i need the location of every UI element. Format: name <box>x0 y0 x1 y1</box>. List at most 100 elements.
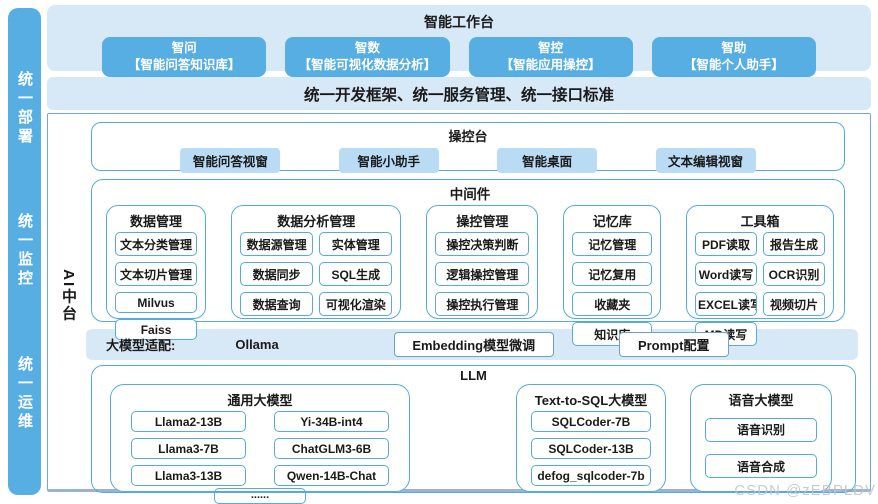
app-desc: 【智能问答知识库】 <box>127 57 241 72</box>
console-chip: 智能小助手 <box>338 148 439 173</box>
group-item: OCR识别 <box>762 262 825 286</box>
model-group: 工具箱 PDF读取报告生成Word读写OCR识别EXCEL读写视频切片MD读写 <box>685 205 834 346</box>
group-item: PDF读取 <box>694 232 757 256</box>
app-desc: 【智能应用操控】 <box>500 57 601 72</box>
group-item: 操控决策判断 <box>435 232 530 256</box>
group-items: 记忆管理记忆复用收藏夹知识库 <box>572 232 652 346</box>
group-item: EXCEL读写 <box>694 292 757 316</box>
app-desc: 【智能可视化数据分析】 <box>298 57 437 72</box>
ai-platform-container: AI中台 操控台 智能问答视窗 智能小助手 智能桌面 文本编辑视窗 中间件 数据管理文… <box>47 113 871 504</box>
group-title: 操控管理 <box>456 214 509 229</box>
group-item: Llama2-13B <box>131 411 246 432</box>
group-item: 语音合成 <box>705 454 817 479</box>
app-name: 智数 <box>354 41 380 55</box>
group-item: 收藏夹 <box>572 292 652 316</box>
group-item: Llama3-13B <box>131 465 246 486</box>
group-items: 操控决策判断逻辑操控管理操控执行管理 <box>435 232 530 316</box>
workbench-apps: 智问【智能问答知识库】智数【智能可视化数据分析】智控【智能应用操控】智助【智能个… <box>47 32 871 77</box>
app-name: 智助 <box>721 41 747 55</box>
group-item: 数据源管理 <box>240 232 314 256</box>
adapter-label: 大模型适配: <box>106 338 176 353</box>
group-item: Word读写 <box>694 262 757 286</box>
console-chip: 文本编辑视窗 <box>655 148 756 173</box>
group-items: 语音识别语音合成 <box>699 411 823 485</box>
ai-platform-label: AI中台 <box>60 268 77 322</box>
group-items: SQLCoder-7B SQLCoder-13B defog_sqlcoder-7b <box>525 411 657 486</box>
adapter-plain-item: Ollama <box>235 337 279 352</box>
app-desc: 【智能个人助手】 <box>683 57 784 72</box>
group-item: 知识库 <box>572 322 652 346</box>
group-item: SQLCoder-13B <box>531 438 651 459</box>
group-item: 文本切片管理 <box>115 262 198 286</box>
llm-title: LLM <box>460 368 487 383</box>
group-title: Text-to-SQL大模型 <box>534 393 648 408</box>
group-item: 数据同步 <box>240 262 314 286</box>
group-item: defog_sqlcoder-7b <box>531 465 651 486</box>
group-item: 报告生成 <box>762 232 825 256</box>
group-item: 数据查询 <box>240 292 314 316</box>
framework-bar: 统一开发框架、统一服务管理、统一接口标准 <box>47 77 871 110</box>
workbench-app: 智控【智能应用操控】 <box>468 37 633 77</box>
workbench-app: 智问【智能问答知识库】 <box>102 37 267 77</box>
group-item: Yi-34B-int4 <box>274 411 389 432</box>
watermark: CSDN @zEBPLDV <box>734 482 876 499</box>
rail-item: 统一运维 <box>16 355 33 432</box>
console-box: 操控台 智能问答视窗 智能小助手 智能桌面 文本编辑视窗 <box>91 122 845 173</box>
group-item: 视频切片 <box>762 292 825 316</box>
group-title: 通用大模型 <box>227 393 293 408</box>
workbench-app: 智数【智能可视化数据分析】 <box>285 37 450 77</box>
deployment-rail: 统一部署统一监控统一运维 <box>8 8 41 495</box>
group-title: 记忆库 <box>592 214 632 229</box>
group-item: SQLCoder-7B <box>531 411 651 432</box>
workbench-app: 智助【智能个人助手】 <box>651 37 816 77</box>
more-item: ...... <box>214 488 306 504</box>
workbench-banner: 智能工作台 智问【智能问答知识库】智数【智能可视化数据分析】智控【智能应用操控】… <box>47 5 871 77</box>
group-item: Llama3-7B <box>131 438 246 459</box>
group-items: PDF读取报告生成Word读写OCR识别EXCEL读写视频切片MD读写 <box>694 232 825 346</box>
adapter-box-item: Embedding模型微调 <box>393 332 554 357</box>
more-row: ...... <box>119 488 401 504</box>
adapter-box-item: Prompt配置 <box>618 332 729 357</box>
model-group: Text-to-SQL大模型 SQLCoder-7B SQLCoder-13B def… <box>516 384 666 492</box>
group-item: SQL生成 <box>319 262 393 286</box>
rail-item: 统一部署 <box>16 71 33 148</box>
app-name: 智控 <box>538 41 564 55</box>
app-name: 智问 <box>171 41 197 55</box>
console-chip: 智能桌面 <box>497 148 598 173</box>
diagram-main: 智能工作台 智问【智能问答知识库】智数【智能可视化数据分析】智控【智能应用操控】… <box>47 5 871 504</box>
group-item: 操控执行管理 <box>435 292 530 316</box>
group-item: 文本分类管理 <box>115 232 198 256</box>
group-title: 数据分析管理 <box>277 214 356 229</box>
console-windows: 智能问答视窗 智能小助手 智能桌面 文本编辑视窗 <box>92 145 844 173</box>
group-title: 数据管理 <box>130 214 183 229</box>
group-item: Faiss <box>115 319 198 340</box>
group-item: Qwen-14B-Chat <box>274 465 389 486</box>
middleware-title: 中间件 <box>449 187 491 202</box>
console-chip: 智能问答视窗 <box>180 148 281 173</box>
group-item: ChatGLM3-6B <box>274 438 389 459</box>
group-item: 记忆管理 <box>572 232 652 256</box>
group-item: 可视化渲染 <box>319 292 393 316</box>
group-item: Milvus <box>115 292 198 313</box>
group-title: 工具箱 <box>740 214 780 229</box>
console-title: 操控台 <box>448 129 488 144</box>
rail-item: 统一监控 <box>16 213 33 290</box>
group-title: 语音大模型 <box>728 393 794 408</box>
workbench-title: 智能工作台 <box>424 14 494 30</box>
group-item: 语音识别 <box>705 417 817 442</box>
group-item: 实体管理 <box>319 232 393 256</box>
group-item: 记忆复用 <box>572 262 652 286</box>
model-group: 记忆库记忆管理记忆复用收藏夹知识库 <box>563 205 661 346</box>
group-item: 逻辑操控管理 <box>435 262 530 286</box>
model-group: 操控管理操控决策判断逻辑操控管理操控执行管理 <box>426 205 539 319</box>
model-group: 语音大模型语音识别语音合成 <box>690 384 832 492</box>
